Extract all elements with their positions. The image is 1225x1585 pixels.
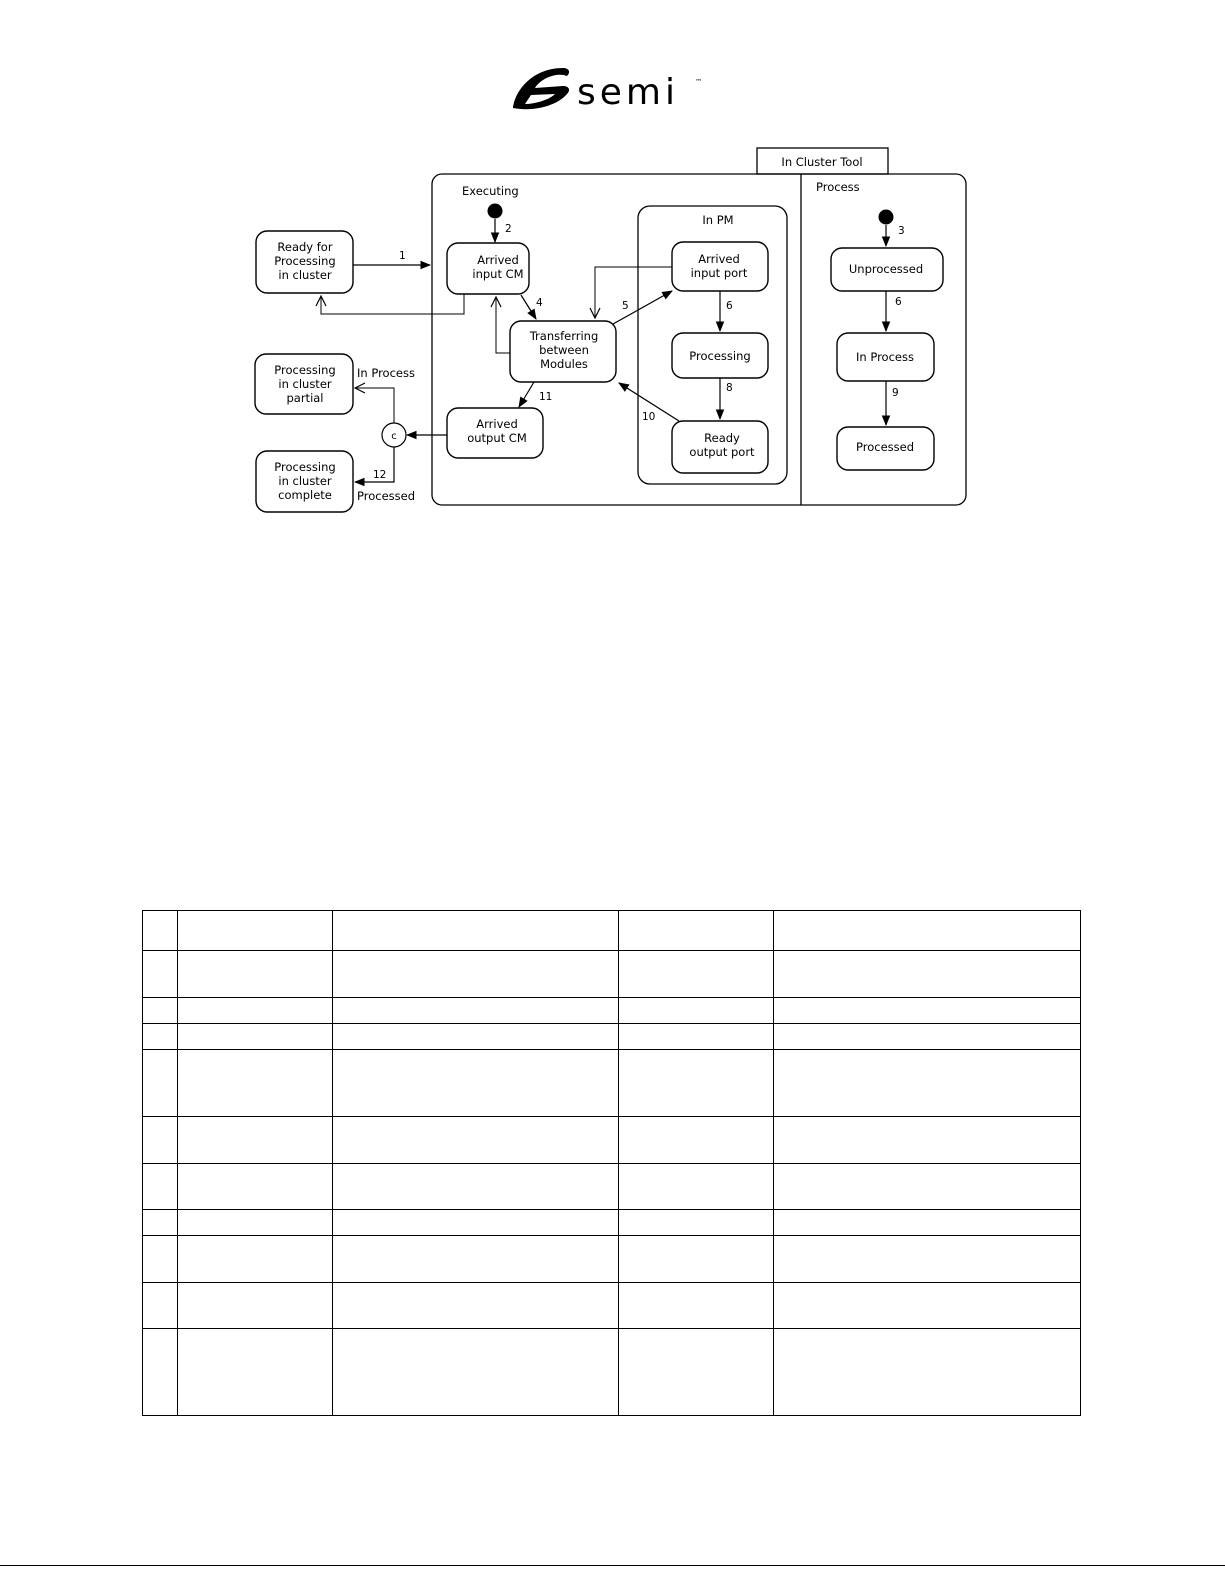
transition-label-6-process: 6 xyxy=(895,296,902,308)
choice-in-process-flow xyxy=(355,388,395,423)
transition-label-10: 10 xyxy=(642,411,655,423)
svg-text:c: c xyxy=(391,431,397,442)
process-label: Process xyxy=(816,180,860,194)
in-pm-region xyxy=(637,205,788,485)
transition-table xyxy=(142,910,1081,1416)
process-initial-state xyxy=(878,209,894,225)
state-diagram: In Cluster Tool Executing Process In PM … xyxy=(254,147,967,513)
transition-label-8: 8 xyxy=(726,382,733,394)
logo-wordmark: semi xyxy=(577,72,679,113)
return-to-input-cm-flow xyxy=(496,297,510,354)
logo-trademark: ™ xyxy=(695,78,702,86)
transition-label-9: 9 xyxy=(892,387,899,399)
transition-12 xyxy=(353,447,395,487)
table-row xyxy=(142,950,1081,998)
transition-label-1: 1 xyxy=(399,250,406,262)
semi-logo: semi ™ xyxy=(513,68,702,113)
table-row xyxy=(142,1209,1081,1236)
table-row xyxy=(142,1282,1081,1329)
table-row xyxy=(142,910,1081,951)
cluster-tool-region xyxy=(431,173,967,506)
in-pm-label: In PM xyxy=(702,213,733,227)
svg-text:Unprocessed: Unprocessed xyxy=(849,262,923,276)
svg-text:Processed: Processed xyxy=(856,440,914,454)
transition-label-2: 2 xyxy=(505,223,512,235)
state-unprocessed: Unprocessed xyxy=(830,247,944,292)
transition-label-11: 11 xyxy=(539,391,552,403)
transition-label-6-pm: 6 xyxy=(726,300,733,312)
table-row xyxy=(142,1116,1081,1164)
state-in-process: In Process xyxy=(836,332,935,382)
executing-label: Executing xyxy=(462,184,519,198)
state-pm-processing: Processing xyxy=(671,332,769,379)
transition-10 xyxy=(618,382,680,422)
guard-in-process: In Process xyxy=(357,366,415,380)
svg-text:Processing: Processing xyxy=(689,349,750,363)
table-row xyxy=(142,1023,1081,1050)
transition-4 xyxy=(520,294,537,320)
choice-node: c xyxy=(381,422,407,448)
table-row xyxy=(142,1328,1081,1416)
cluster-tool-tab-label: In Cluster Tool xyxy=(781,155,862,169)
transition-label-4: 4 xyxy=(536,297,543,309)
transition-5 xyxy=(612,290,673,325)
transition-11 xyxy=(518,381,535,408)
state-processed: Processed xyxy=(836,426,935,471)
transition-label-12: 12 xyxy=(373,469,386,481)
table-row xyxy=(142,1163,1081,1210)
guard-processed: Processed xyxy=(357,489,415,503)
table-row xyxy=(142,1235,1081,1283)
executing-initial-state xyxy=(487,203,503,219)
footer-rule xyxy=(0,1565,1225,1566)
return-to-ready-flow xyxy=(321,294,465,315)
svg-text:In Process: In Process xyxy=(856,350,914,364)
transition-label-3: 3 xyxy=(898,225,905,237)
transition-label-5: 5 xyxy=(622,300,629,312)
semi-swoosh-logo-icon xyxy=(513,68,570,110)
pm-to-transfer-flow xyxy=(595,266,672,318)
table-row xyxy=(142,997,1081,1024)
table-row xyxy=(142,1049,1081,1117)
